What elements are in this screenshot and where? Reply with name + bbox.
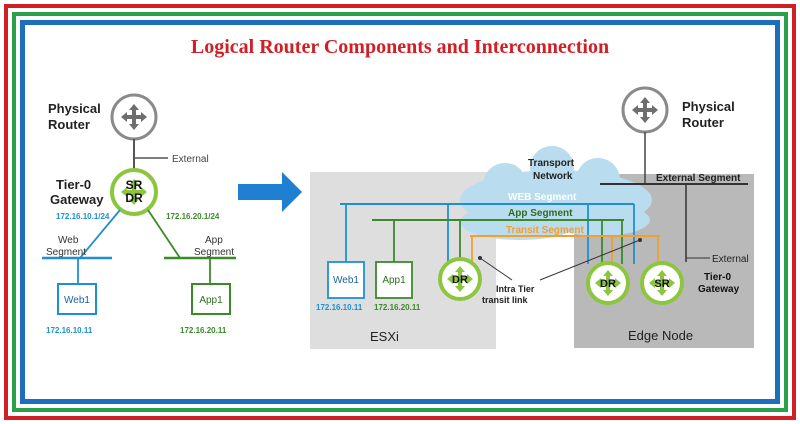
ip-app1-right: 172.16.20.11 bbox=[374, 303, 421, 312]
physical-router-left bbox=[110, 93, 158, 141]
esxi-label: ESXi bbox=[370, 329, 399, 344]
dr-router-edge: DR bbox=[586, 261, 630, 305]
web1-vm-left bbox=[57, 283, 97, 315]
outer-border-red bbox=[4, 4, 796, 420]
app-segment-label-right: App Segment bbox=[508, 208, 573, 219]
external-label-right: External bbox=[712, 254, 749, 265]
physical-router-label-line1: Physical bbox=[48, 101, 101, 116]
diagram-title: Logical Router Components and Interconne… bbox=[190, 36, 610, 58]
transport-network-label-line2: Network bbox=[533, 171, 573, 182]
web-segment-label-right: WEB Segment bbox=[508, 192, 577, 203]
web1-vm-right bbox=[327, 261, 365, 299]
app1-vm-right bbox=[375, 261, 413, 299]
sr-label-edge: SR bbox=[654, 278, 669, 290]
external-label-left: External bbox=[172, 154, 209, 165]
app-uplink-left bbox=[147, 209, 181, 259]
intra-tier-pointer-a bbox=[479, 257, 513, 281]
app-segment-label-line2: Segment bbox=[194, 247, 234, 258]
app-segment-label-line1: App bbox=[205, 235, 223, 246]
right-diagram: ESXi Edge Node Transport Network Physica… bbox=[310, 86, 754, 349]
ip-web-gateway: 172.16.10.1/24 bbox=[56, 212, 110, 221]
web1-label-right: Web1 bbox=[333, 275, 359, 286]
dr-label-esxi: DR bbox=[452, 274, 468, 286]
ip-web1-left: 172.16.10.11 bbox=[46, 326, 93, 335]
sr-router-edge: SR bbox=[640, 261, 684, 305]
web-segment-label-line2: Segment bbox=[46, 247, 86, 258]
edge-node-label: Edge Node bbox=[628, 328, 693, 343]
transition-arrow-icon bbox=[238, 172, 302, 212]
dr-router-esxi: DR bbox=[438, 257, 482, 301]
tier0-right-line2: Gateway bbox=[698, 284, 740, 295]
intra-tier-label-line2: transit link bbox=[482, 295, 529, 305]
tier0-right-line1: Tier-0 bbox=[704, 272, 731, 283]
app1-vm-left bbox=[191, 283, 231, 315]
left-diagram: Physical Router External Tier-0 Gateway … bbox=[42, 93, 236, 335]
dr-label-edge: DR bbox=[600, 278, 616, 290]
transit-segment-label-right: Transit Segment bbox=[506, 225, 584, 236]
transport-network-cloud bbox=[460, 146, 652, 240]
ip-app1-left: 172.16.20.11 bbox=[180, 326, 227, 335]
intra-tier-pointer-b bbox=[539, 239, 641, 281]
tier0-label-line2: Gateway bbox=[50, 192, 104, 207]
app1-label-right: App1 bbox=[382, 275, 406, 286]
physical-router-label-line2: Router bbox=[48, 117, 90, 132]
sr-label-left: SR bbox=[126, 178, 143, 192]
app1-label-left: App1 bbox=[199, 295, 223, 306]
physical-router-right bbox=[621, 86, 669, 134]
physical-router-right-line2: Router bbox=[682, 115, 724, 130]
tier0-gateway-left: SR DR bbox=[110, 168, 158, 216]
ip-web1-right: 172.16.10.11 bbox=[316, 303, 363, 312]
external-segment-label: External Segment bbox=[656, 173, 741, 184]
inner-border-blue bbox=[20, 20, 780, 404]
transport-network-label-line1: Transport bbox=[528, 158, 575, 169]
ip-app-gateway: 172.16.20.1/24 bbox=[166, 212, 220, 221]
tier0-label-line1: Tier-0 bbox=[56, 177, 91, 192]
web1-label-left: Web1 bbox=[64, 295, 90, 306]
physical-router-right-line1: Physical bbox=[682, 99, 735, 114]
web-uplink-left bbox=[79, 209, 121, 259]
middle-border-green bbox=[12, 12, 788, 412]
web-segment-label-line1: Web bbox=[58, 235, 79, 246]
dr-label-left: DR bbox=[125, 191, 143, 205]
intra-tier-label-line1: Intra Tier bbox=[496, 284, 535, 294]
